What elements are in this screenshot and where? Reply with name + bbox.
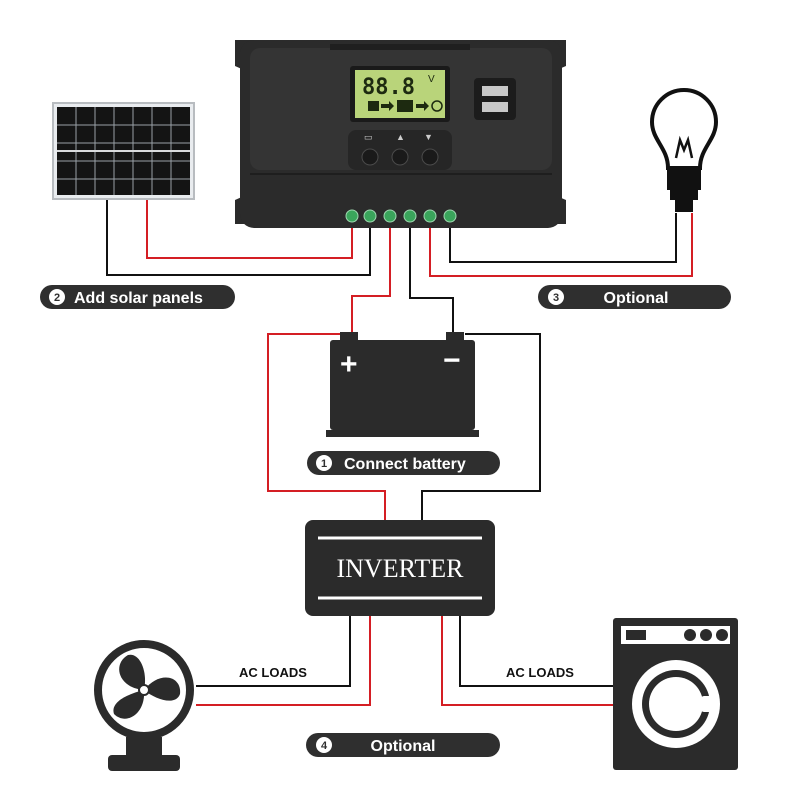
load-positive-wire xyxy=(429,213,693,277)
step-number-solar: 2 xyxy=(54,292,60,304)
fan-positive-wire xyxy=(196,614,371,706)
inverter-label: INVERTER xyxy=(337,554,465,583)
step-number-load: 3 xyxy=(553,292,559,304)
step-pill-battery: 1 Connect battery xyxy=(307,451,500,475)
inverter-negative-wire xyxy=(421,333,541,522)
charge-controller: 88.8 V ▭ ▲ ▼ xyxy=(235,40,566,228)
lcd-unit: V xyxy=(428,74,435,85)
washer-negative-wire xyxy=(459,614,618,687)
solar-positive-wire xyxy=(146,200,353,259)
washing-machine-icon xyxy=(613,618,738,770)
fan-negative-wire xyxy=(196,614,351,687)
step-label-battery: Connect battery xyxy=(344,456,466,473)
battery-negative-symbol: − xyxy=(443,344,461,377)
down-button-icon: ▼ xyxy=(424,132,433,142)
solar-panel-icon xyxy=(52,102,195,200)
menu-button[interactable] xyxy=(361,148,379,166)
load-negative-wire xyxy=(449,213,677,263)
solar-negative-wire xyxy=(106,200,371,276)
battery-icon: + − xyxy=(326,332,479,437)
step-pill-load: 3 Optional xyxy=(538,285,731,309)
terminal-block xyxy=(345,209,457,223)
inverter-positive-wire xyxy=(267,333,386,522)
battery-positive-wire-top xyxy=(351,228,391,334)
step-pill-solar: 2 Add solar panels xyxy=(40,285,235,309)
battery-positive-symbol: + xyxy=(340,348,358,381)
light-bulb-icon xyxy=(649,88,719,212)
step-number-battery: 1 xyxy=(321,458,327,470)
step-pill-ac: 4 Optional xyxy=(306,733,500,757)
down-button[interactable] xyxy=(421,148,439,166)
step-label-load: Optional xyxy=(604,290,669,307)
usb-port-bottom xyxy=(482,102,508,112)
fan-icon xyxy=(94,640,194,771)
step-label-ac: Optional xyxy=(371,738,436,755)
ac-loads-label-left: AC LOADS xyxy=(239,665,307,680)
up-button[interactable] xyxy=(391,148,409,166)
lcd-status-icon xyxy=(368,100,443,112)
ac-loads-label-right: AC LOADS xyxy=(506,665,574,680)
lcd-reading: 88.8 xyxy=(362,75,415,100)
washer-positive-wire xyxy=(441,614,618,706)
up-button-icon: ▲ xyxy=(396,132,405,142)
menu-button-icon: ▭ xyxy=(364,132,373,142)
usb-port-top xyxy=(482,86,508,96)
inverter: INVERTER xyxy=(305,520,495,616)
wires xyxy=(106,200,693,706)
battery-negative-wire-top xyxy=(409,228,454,334)
step-label-solar: Add solar panels xyxy=(74,290,203,307)
step-number-ac: 4 xyxy=(321,740,328,752)
